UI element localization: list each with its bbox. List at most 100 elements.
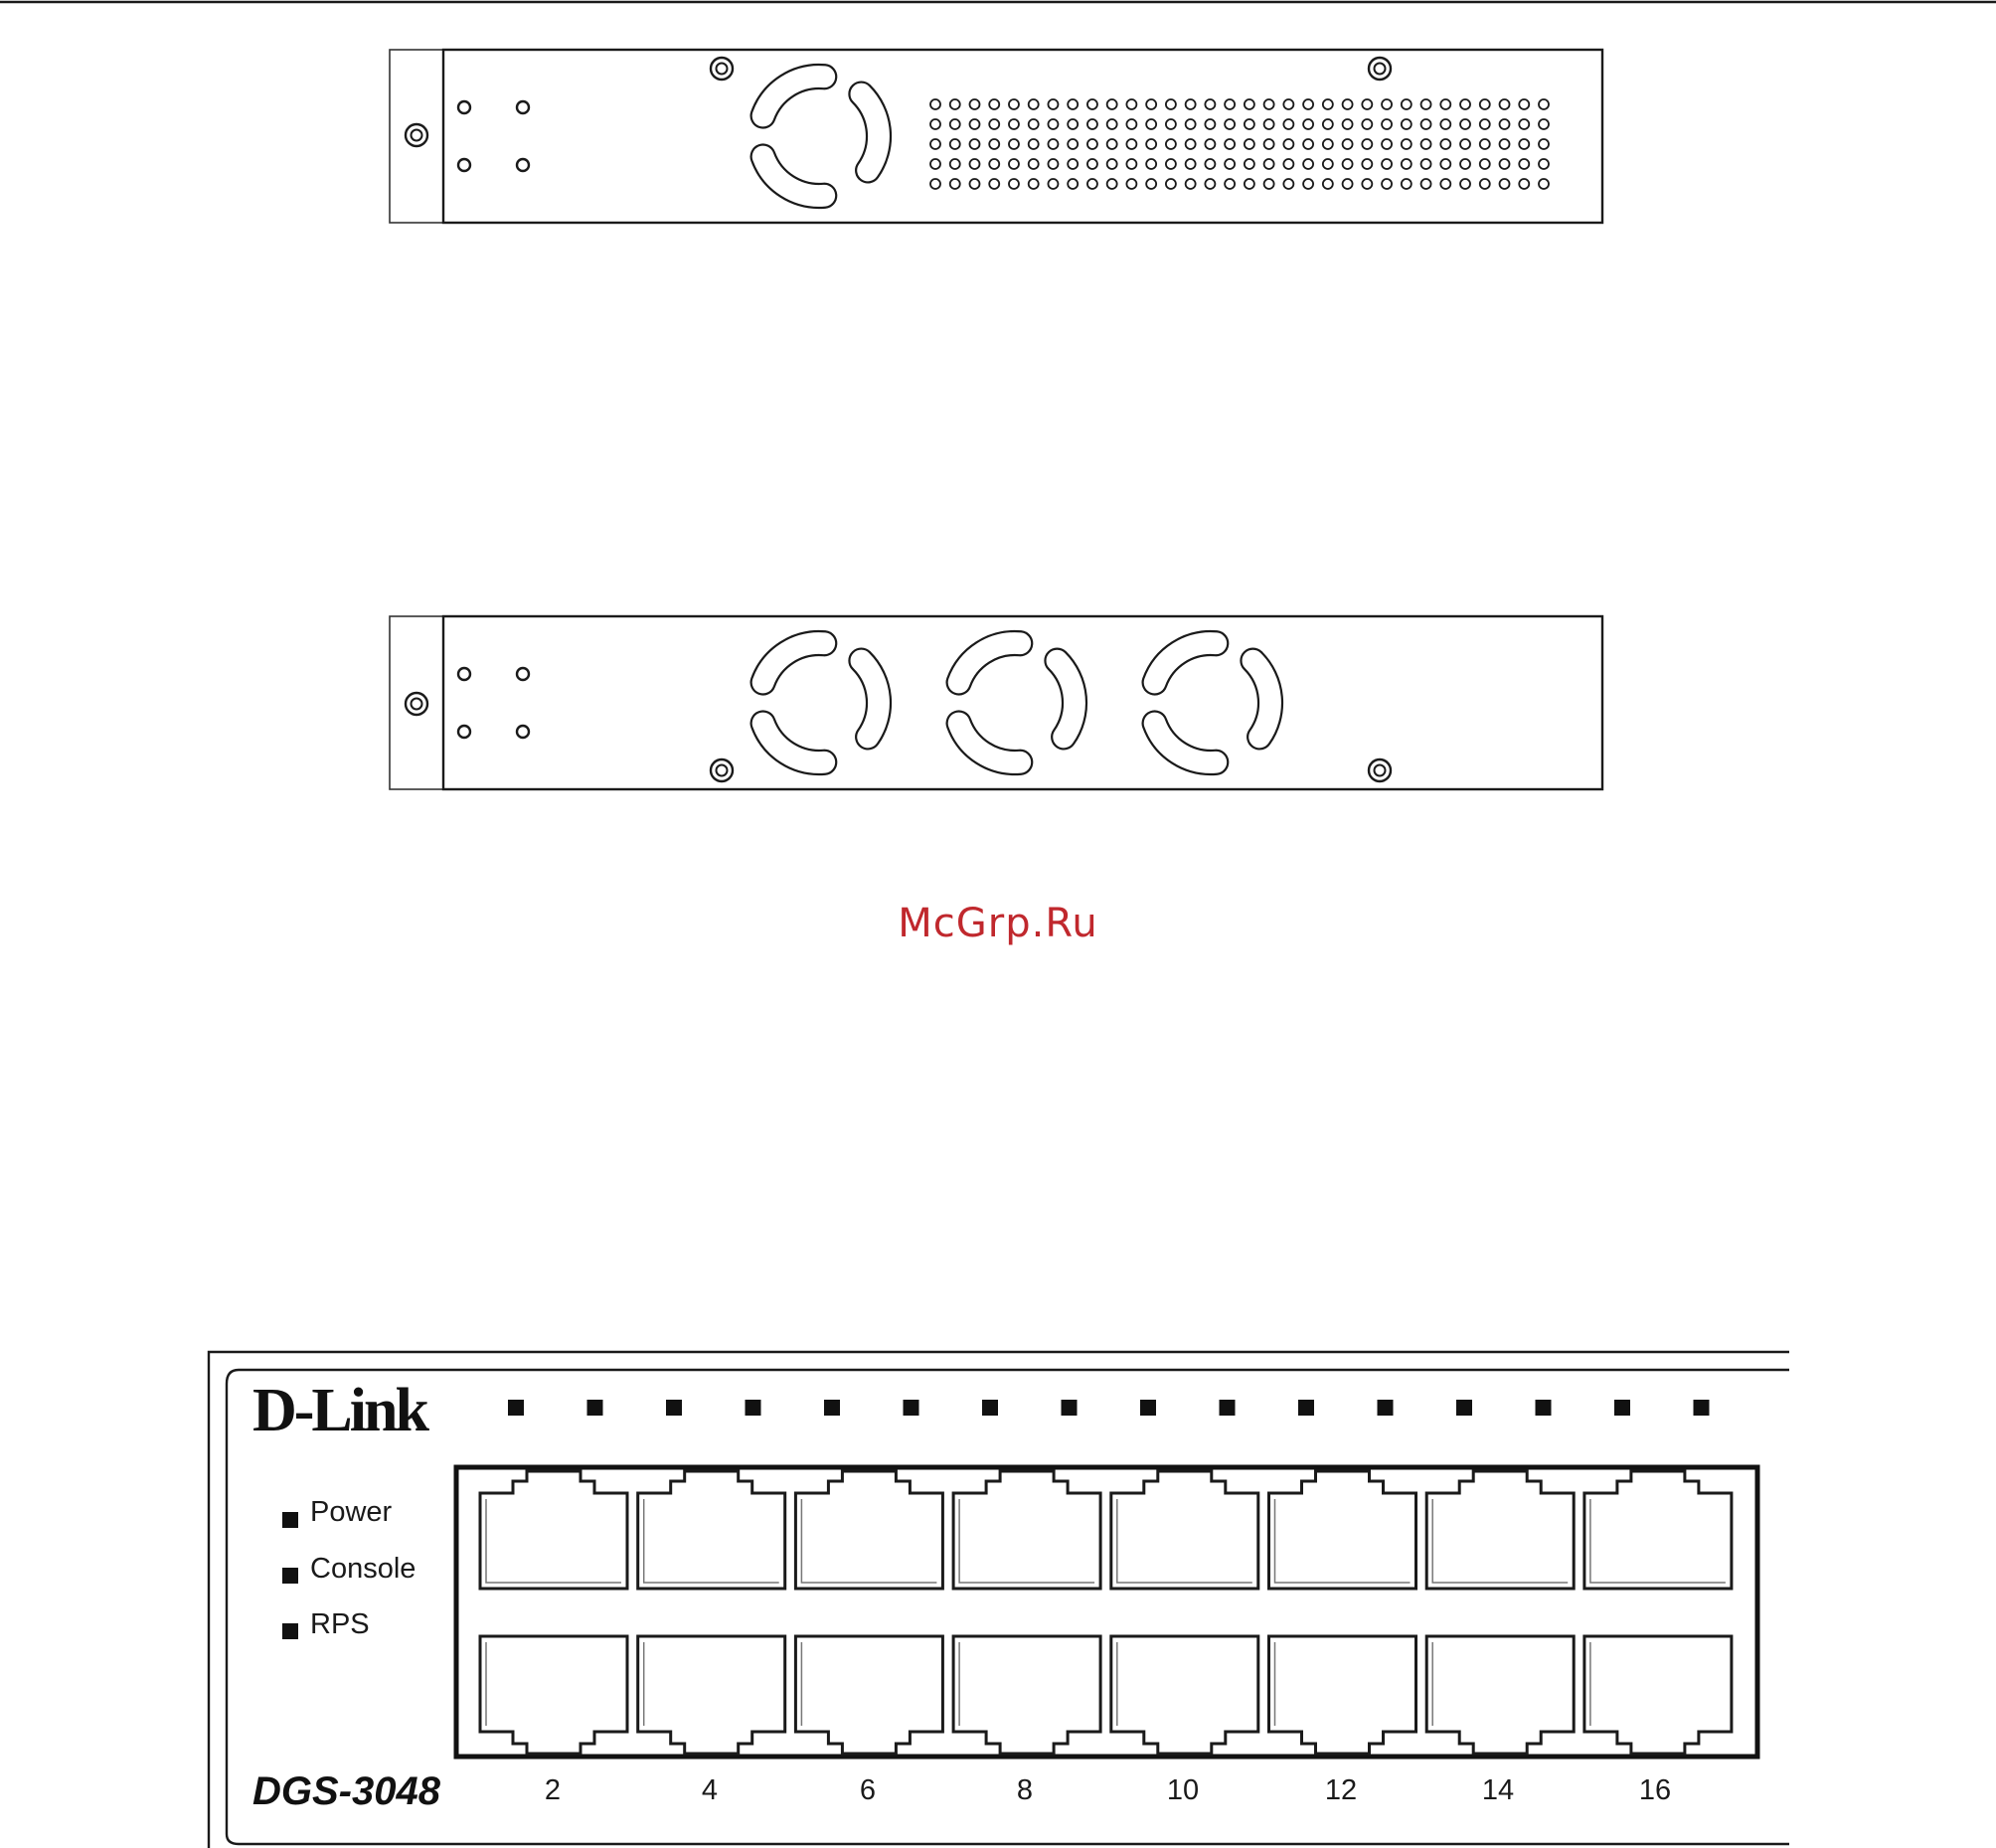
vent-hole — [1245, 159, 1254, 169]
port-led-15 — [1614, 1400, 1630, 1416]
vent-hole — [1343, 99, 1353, 109]
vent-hole — [1186, 99, 1196, 109]
vent-hole — [1146, 179, 1156, 189]
vent-hole — [1048, 99, 1058, 109]
rj45-port-15 — [1584, 1471, 1732, 1589]
vent-hole — [1107, 159, 1117, 169]
vent-hole — [1362, 99, 1372, 109]
vent-hole — [1382, 119, 1392, 129]
vent-hole — [950, 139, 960, 149]
vent-hole — [1048, 159, 1058, 169]
port-led-5 — [824, 1400, 840, 1416]
fan-vent-3 — [1143, 631, 1282, 774]
vent-hole — [1166, 139, 1176, 149]
vent-hole — [1029, 139, 1039, 149]
rj45-port-12 — [1269, 1636, 1416, 1754]
vent-hole — [1402, 139, 1412, 149]
vent-hole — [1421, 159, 1431, 169]
port-led-14 — [1536, 1400, 1552, 1416]
vent-hole — [1519, 99, 1529, 109]
port-number-4: 4 — [670, 1774, 749, 1807]
vent-hole — [1166, 99, 1176, 109]
vent-hole — [930, 139, 940, 149]
led-label-console: Console — [310, 1553, 416, 1586]
vent-hole — [1539, 119, 1549, 129]
rj45-port-2 — [480, 1636, 627, 1754]
vent-hole — [1087, 179, 1097, 189]
vent-hole — [1126, 119, 1136, 129]
vent-hole — [1480, 179, 1490, 189]
port-led-8 — [1062, 1400, 1078, 1416]
vent-hole — [1323, 179, 1333, 189]
vent-hole — [1480, 119, 1490, 129]
vent-hole — [989, 139, 999, 149]
vent-hole — [1146, 99, 1156, 109]
fan-vent-1 — [751, 631, 891, 774]
chassis-screw-core — [717, 765, 728, 776]
rj45-port-8 — [953, 1636, 1100, 1754]
fan-blade-slot — [751, 631, 837, 694]
rack-hole — [517, 668, 529, 680]
port-number-6: 6 — [828, 1774, 908, 1807]
vent-hole — [1519, 139, 1529, 149]
vent-hole — [1539, 99, 1549, 109]
vent-hole — [1440, 179, 1450, 189]
vent-hole — [1107, 119, 1117, 129]
vent-hole — [1362, 139, 1372, 149]
port-led-1 — [508, 1400, 524, 1416]
vent-hole — [1225, 159, 1235, 169]
vent-hole — [1186, 139, 1196, 149]
vent-hole — [1068, 179, 1078, 189]
vent-hole — [1539, 179, 1549, 189]
vent-hole — [1264, 119, 1274, 129]
vent-hole — [1303, 139, 1313, 149]
chassis-screw-core — [1375, 64, 1386, 75]
vent-hole — [1264, 99, 1274, 109]
vent-hole — [1166, 159, 1176, 169]
vent-hole — [1225, 99, 1235, 109]
vent-hole — [969, 179, 979, 189]
vent-hole — [1009, 139, 1019, 149]
port-led-13 — [1456, 1400, 1472, 1416]
vent-hole — [1126, 179, 1136, 189]
vent-hole — [1519, 119, 1529, 129]
chassis-screw-core — [717, 64, 728, 75]
vent-hole — [1539, 139, 1549, 149]
vent-hole — [1245, 139, 1254, 149]
vent-hole — [1205, 139, 1215, 149]
vent-hole — [1362, 159, 1372, 169]
vent-hole — [930, 179, 940, 189]
vent-hole — [1500, 159, 1510, 169]
vent-hole — [1283, 139, 1293, 149]
port-led-10 — [1220, 1400, 1236, 1416]
fan-blade-slot — [751, 65, 837, 127]
fan-blade-slot — [849, 649, 891, 750]
vent-hole — [930, 119, 940, 129]
vent-hole — [1421, 99, 1431, 109]
vent-hole — [1107, 99, 1117, 109]
vent-hole — [1029, 119, 1039, 129]
vent-hole — [1087, 159, 1097, 169]
port-number-14: 14 — [1458, 1774, 1538, 1807]
watermark: McGrp.Ru — [0, 901, 1996, 946]
vent-hole — [1009, 159, 1019, 169]
vent-hole — [1186, 119, 1196, 129]
status-led-rps — [282, 1623, 298, 1639]
vent-hole — [1126, 139, 1136, 149]
rj45-port-14 — [1426, 1636, 1574, 1754]
bracket-screw-core — [412, 130, 422, 141]
vent-hole — [1205, 119, 1215, 129]
fan-blade-slot — [1045, 649, 1086, 750]
triple-fan-side-panel — [390, 616, 1602, 789]
vent-hole — [1303, 179, 1313, 189]
port-led-11 — [1298, 1400, 1314, 1416]
port-led-2 — [587, 1400, 603, 1416]
vent-hole — [1048, 119, 1058, 129]
vent-hole — [1421, 119, 1431, 129]
rj45-port-4 — [638, 1636, 785, 1754]
rj45-port-7 — [953, 1471, 1100, 1589]
vent-hole — [1500, 179, 1510, 189]
vent-hole — [1126, 159, 1136, 169]
port-number-2: 2 — [513, 1774, 592, 1807]
single-fan-side-panel — [390, 50, 1602, 223]
